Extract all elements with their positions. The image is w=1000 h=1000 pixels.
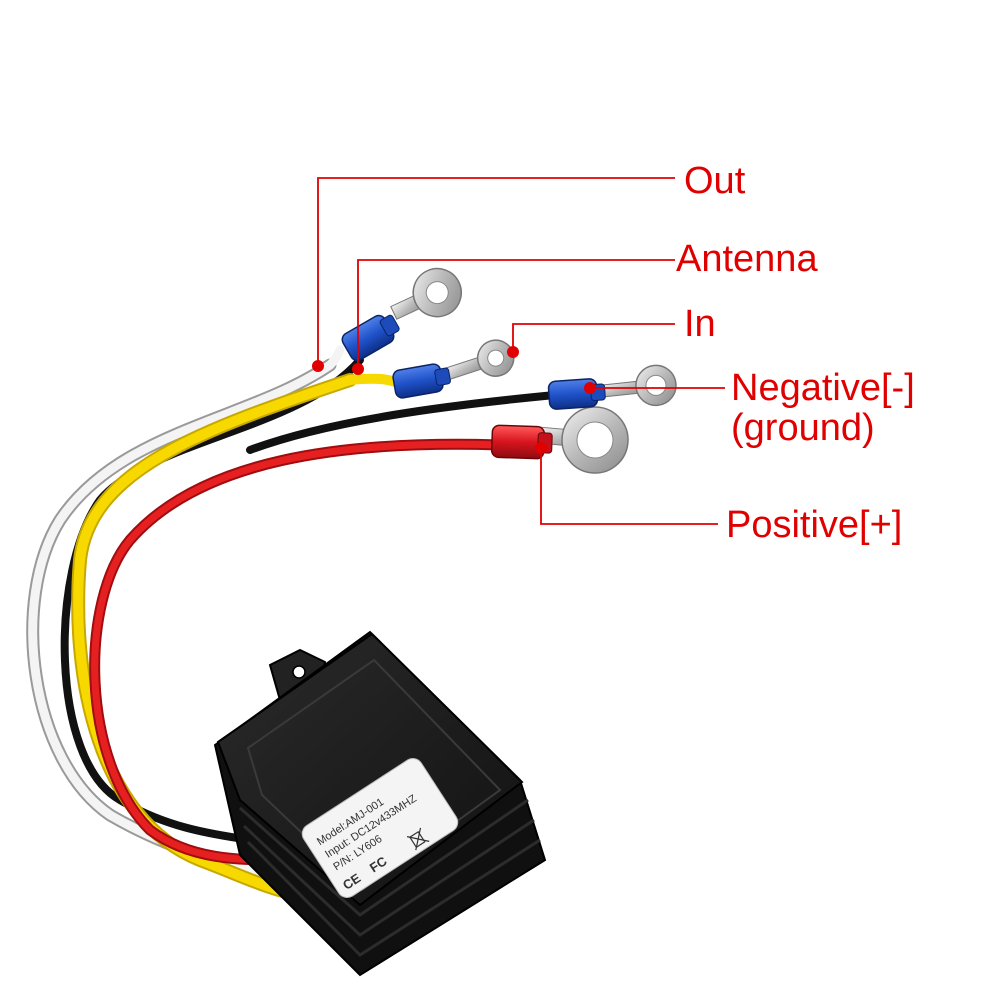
blue-connector-in	[392, 363, 451, 399]
weee-bin-icon	[406, 827, 430, 851]
wire-black	[60, 356, 364, 844]
label-in: In	[684, 303, 716, 345]
leader-out	[317, 177, 675, 366]
dot-positive	[535, 442, 547, 454]
ring-terminal-in	[444, 339, 515, 381]
label-negative-ground: (ground)	[731, 407, 875, 449]
callout-dots	[312, 346, 596, 454]
ring-terminal-negative	[599, 364, 677, 407]
ring-terminal-positive	[538, 406, 629, 474]
label-negative: Negative[-]	[731, 367, 915, 409]
dot-negative	[584, 382, 596, 394]
blue-connector-negative	[547, 378, 606, 410]
leader-positive	[540, 448, 718, 525]
red-connector-positive	[490, 424, 553, 460]
callout-lines	[317, 177, 725, 525]
blue-connector-out	[341, 314, 400, 362]
leader-antenna	[357, 259, 675, 369]
label-positive: Positive[+]	[726, 504, 903, 546]
label-out: Out	[684, 160, 746, 202]
ring-terminal-out	[390, 267, 463, 320]
label-antenna: Antenna	[676, 238, 818, 280]
dot-antenna	[352, 363, 364, 375]
dot-in	[507, 346, 519, 358]
device-sticker: Model:AMJ-001 Input: DC12v433MHZ P/N: LY…	[301, 757, 459, 899]
leader-in	[512, 323, 675, 352]
dot-out	[312, 360, 324, 372]
